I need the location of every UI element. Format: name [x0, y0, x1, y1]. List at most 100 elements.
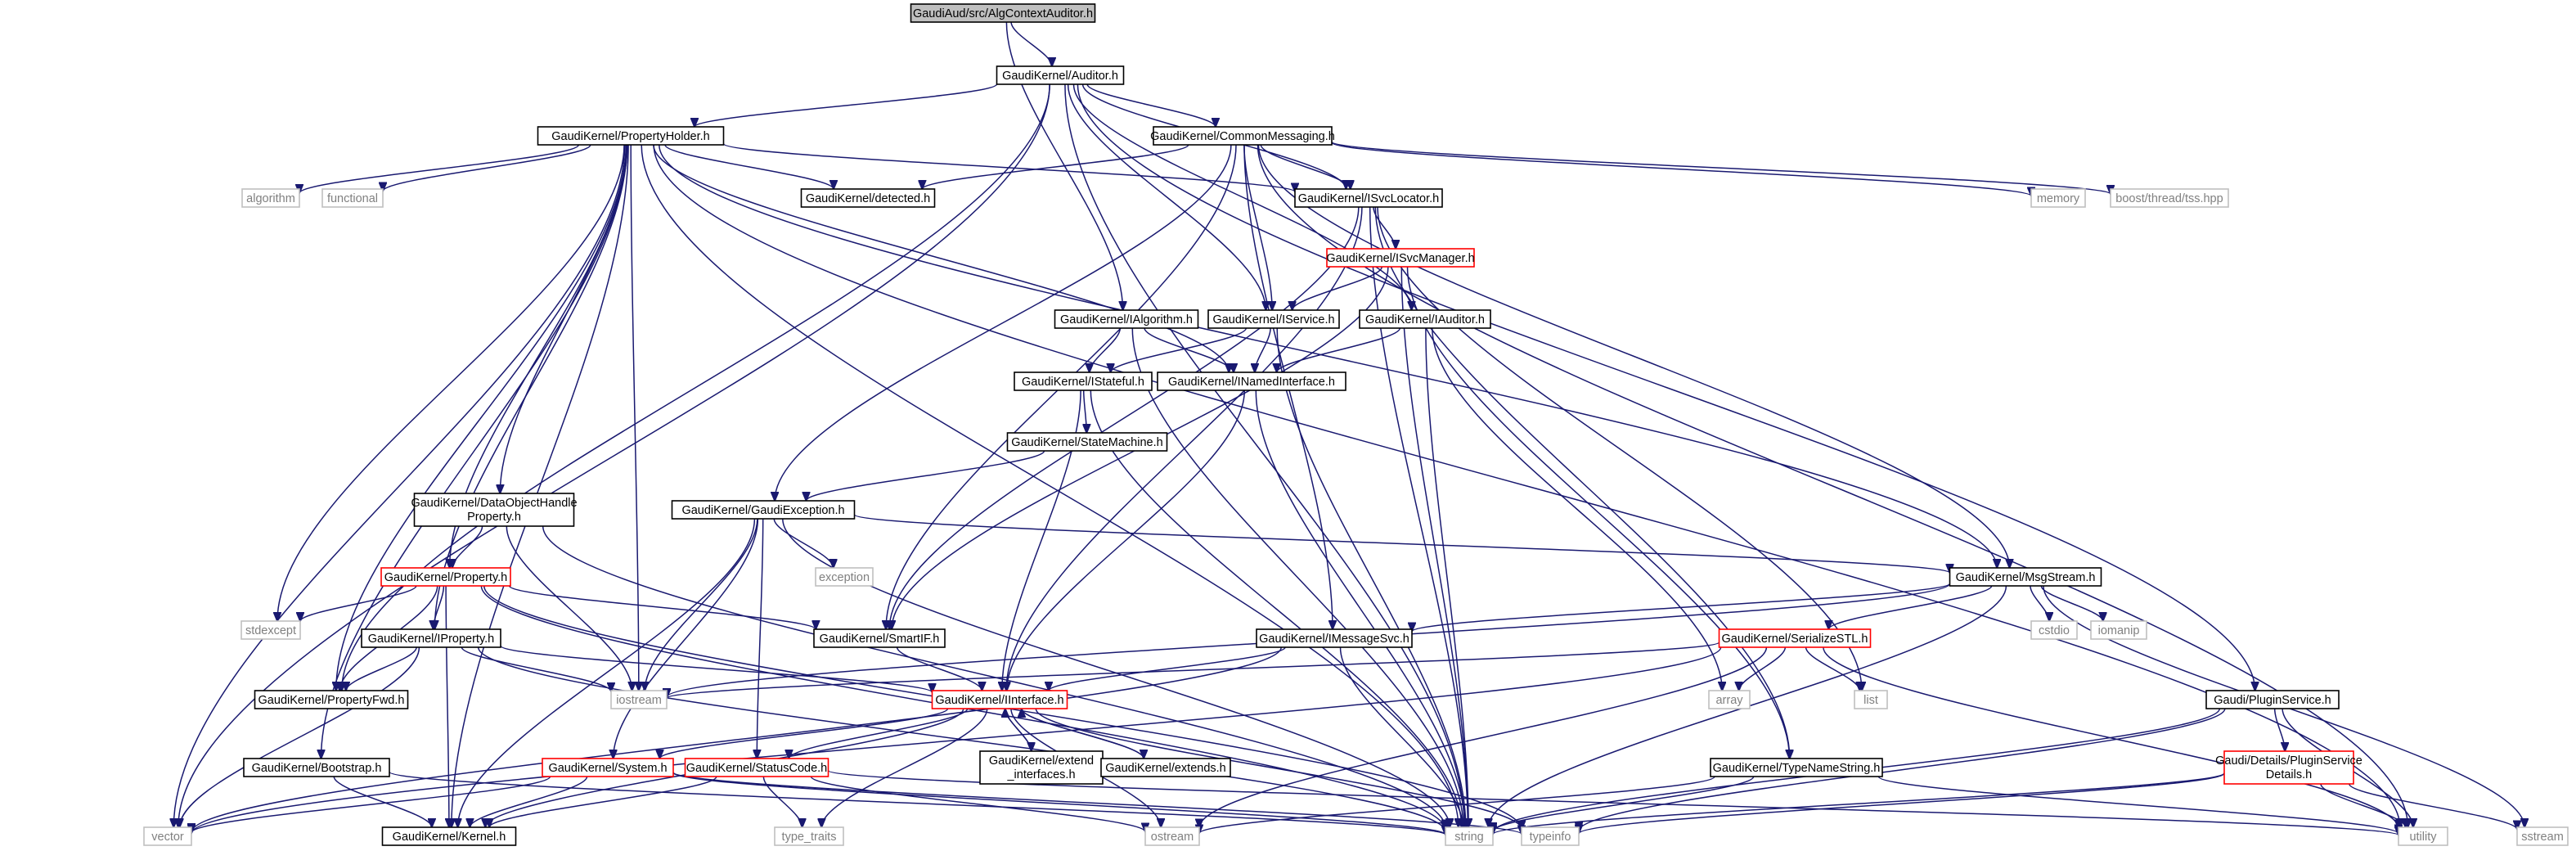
node-ialgorithm[interactable]: GaudiKernel/IAlgorithm.h — [1054, 309, 1199, 329]
edge-auditor-to-string — [1064, 83, 1464, 827]
node-iomanip: iomanip — [2090, 620, 2147, 640]
node-pluginsvc[interactable]: Gaudi/PluginService.h — [2205, 690, 2340, 709]
edge-property-to-smartif — [508, 585, 816, 629]
node-box — [2090, 620, 2147, 640]
node-iservice[interactable]: GaudiKernel/IService.h — [1207, 309, 1340, 329]
node-box — [1144, 826, 1200, 846]
edges-layer — [173, 21, 2524, 835]
node-label: sstream — [2521, 831, 2564, 844]
node-label: GaudiAud/src/AlgContextAuditor.h — [913, 7, 1093, 20]
edge-iservice-to-string — [1276, 327, 1466, 827]
node-typename[interactable]: GaudiKernel/TypeNameString.h — [1710, 758, 1883, 777]
edge-propholder-to-kernel — [452, 144, 629, 827]
edge-gaudiexc-to-kernel — [458, 518, 756, 827]
edge-plugindet-to-utility — [2320, 783, 2406, 827]
edge-commonmsg-to-iservice — [1243, 144, 1272, 310]
node-statuscode[interactable]: GaudiKernel/StatusCode.h — [684, 758, 829, 777]
edge-system-to-vector — [191, 776, 551, 833]
node-propfwd[interactable]: GaudiKernel/PropertyFwd.h — [254, 690, 409, 709]
edge-property-to-kernel — [446, 585, 449, 827]
node-box — [381, 826, 517, 846]
node-iproperty[interactable]: GaudiKernel/IProperty.h — [361, 628, 501, 648]
node-isvclocator[interactable]: GaudiKernel/ISvcLocator.h — [1294, 188, 1443, 208]
node-extendif[interactable]: GaudiKernel/extend_interfaces.h — [979, 750, 1104, 785]
edge-pluginsvc-to-plugindet — [2273, 708, 2286, 751]
node-box — [1054, 309, 1199, 329]
node-kernel[interactable]: GaudiKernel/Kernel.h — [381, 826, 517, 846]
node-property[interactable]: GaudiKernel/Property.h — [380, 567, 511, 587]
edge-extends-to-iinterface — [1022, 709, 1144, 759]
edge-propholder-to-iproperty — [434, 144, 628, 629]
node-box — [241, 620, 301, 640]
node-label: GaudiKernel/PropertyHolder.h — [551, 130, 709, 143]
node-box — [1710, 758, 1883, 777]
node-box — [1256, 628, 1413, 648]
edge-commonmsg-to-isvclocator — [1260, 144, 1350, 189]
edge-smartif-to-iinterface — [896, 646, 982, 691]
node-box — [2516, 826, 2569, 846]
node-exception: exception — [815, 567, 874, 587]
node-box — [380, 567, 511, 587]
node-inamed[interactable]: GaudiKernel/INamedInterface.h — [1157, 371, 1346, 391]
node-bootstrap[interactable]: GaudiKernel/Bootstrap.h — [243, 758, 390, 777]
edge-isvclocator-to-smartif — [889, 206, 1360, 629]
node-label: vector — [151, 831, 184, 844]
edge-gaudiexc-to-iostream — [645, 518, 758, 691]
node-typeinfo: typeinfo — [1521, 826, 1580, 846]
edge-auditor-to-vector — [178, 83, 1050, 827]
edge-bootstrap-to-string — [389, 771, 1445, 835]
node-serialize[interactable]: GaudiKernel/SerializeSTL.h — [1718, 628, 1872, 648]
node-label: GaudiKernel/extend — [989, 754, 1094, 768]
edge-auditor-to-propholder — [695, 83, 998, 127]
edge-system-to-kernel — [470, 776, 588, 827]
node-algorithm: algorithm — [241, 188, 300, 208]
edge-isvclocator-to-list — [1377, 206, 1862, 691]
node-auditor[interactable]: GaudiKernel/Auditor.h — [996, 65, 1125, 85]
node-system[interactable]: GaudiKernel/System.h — [542, 758, 674, 777]
node-extends[interactable]: GaudiKernel/extends.h — [1100, 758, 1231, 777]
edge-auditor-to-iservice — [1067, 83, 1266, 310]
edge-isvcmanager-to-string — [1400, 266, 1468, 827]
node-msgstream[interactable]: GaudiKernel/MsgStream.h — [1949, 567, 2102, 587]
edge-gaudiexc-to-statuscode — [757, 518, 764, 759]
node-iinterface[interactable]: GaudiKernel/IInterface.h — [931, 690, 1068, 709]
node-box — [2030, 188, 2086, 208]
edge-iproperty-to-propfwd — [346, 646, 417, 691]
node-root[interactable]: GaudiAud/src/AlgContextAuditor.h — [910, 3, 1096, 23]
node-istateful[interactable]: GaudiKernel/IStateful.h — [1014, 371, 1153, 391]
node-gaudiexc[interactable]: GaudiKernel/GaudiException.h — [671, 500, 856, 520]
node-box — [2398, 826, 2448, 846]
node-iauditor[interactable]: GaudiKernel/IAuditor.h — [1359, 309, 1491, 329]
edge-plugindet-to-sstream — [2349, 783, 2517, 830]
node-statemachine[interactable]: GaudiKernel/StateMachine.h — [1006, 432, 1168, 452]
node-label: functional — [327, 192, 378, 205]
edge-istateful-to-statemachine — [1084, 389, 1087, 433]
edge-statuscode-to-kernel — [489, 776, 717, 827]
node-propholder[interactable]: GaudiKernel/PropertyHolder.h — [537, 126, 725, 146]
edge-propholder-to-vector — [173, 144, 626, 827]
node-label: GaudiKernel/ISvcManager.h — [1326, 252, 1474, 265]
edge-iproperty-to-iinterface — [500, 645, 933, 692]
edge-isvclocator-to-typename — [1374, 206, 1789, 759]
node-detected[interactable]: GaudiKernel/detected.h — [800, 188, 936, 208]
node-box — [361, 628, 501, 648]
node-label: GaudiKernel/System.h — [548, 762, 667, 775]
edge-gaudiexc-to-msgstream — [853, 514, 1950, 573]
edge-iservice-to-inamed — [1255, 327, 1271, 372]
node-imessagesvc[interactable]: GaudiKernel/IMessageSvc.h — [1256, 628, 1413, 648]
node-label: GaudiKernel/Kernel.h — [393, 831, 506, 844]
node-isvcmanager[interactable]: GaudiKernel/ISvcManager.h — [1326, 248, 1475, 268]
node-box — [254, 690, 409, 709]
node-smartif[interactable]: GaudiKernel/SmartIF.h — [813, 628, 946, 648]
node-label: GaudiKernel/IService.h — [1212, 313, 1334, 326]
node-commonmsg[interactable]: GaudiKernel/CommonMessaging.h — [1150, 126, 1335, 146]
node-label: Gaudi/PluginService.h — [2214, 694, 2331, 707]
node-functional: functional — [321, 188, 384, 208]
node-label: GaudiKernel/IAuditor.h — [1365, 313, 1485, 326]
edge-iproperty-to-string — [477, 646, 1445, 832]
node-vector: vector — [143, 826, 192, 846]
node-box — [1326, 248, 1475, 268]
